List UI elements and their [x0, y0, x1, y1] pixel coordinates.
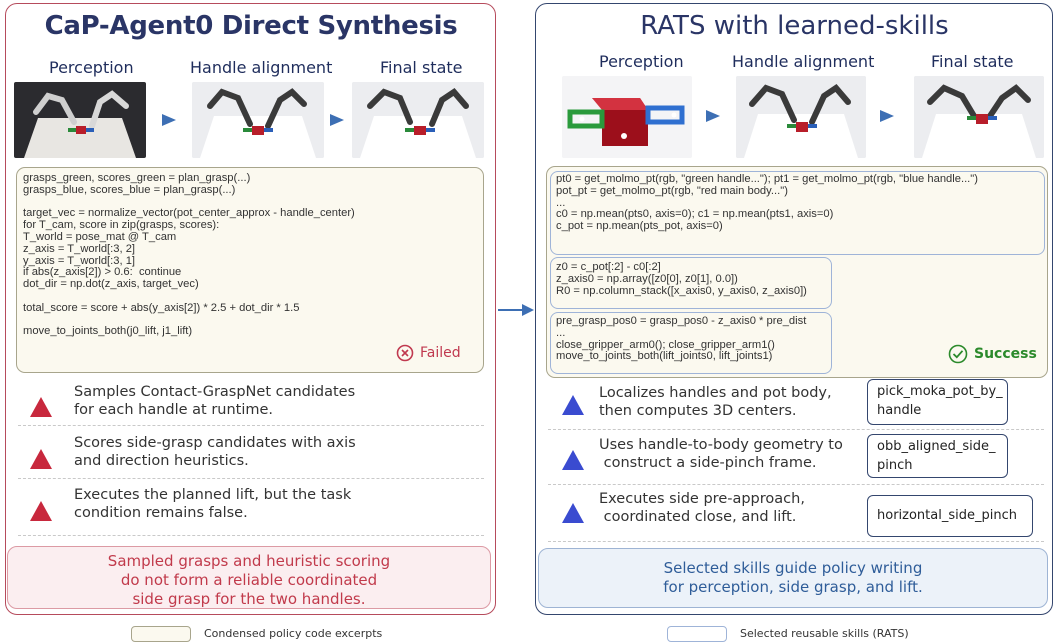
left-code-box — [16, 167, 484, 373]
failed-x-icon — [396, 344, 414, 362]
right-code-text-3: pre_grasp_pos0 = grasp_pos0 - z_axis0 * … — [556, 315, 807, 363]
code-line: for T_cam, score in zip(grasps, scores): — [23, 219, 220, 232]
left-bullet-2-icon — [30, 449, 52, 469]
left-divider-1 — [18, 425, 484, 426]
right-code-block-2 — [550, 257, 832, 309]
right-stage-final-state: Final state — [931, 52, 1014, 71]
left-divider-2 — [18, 478, 484, 479]
right-bullet-3-icon — [562, 503, 584, 523]
right-code-block-1 — [550, 171, 1045, 255]
left-arrow-1-icon — [162, 114, 176, 126]
legend-code-swatch — [131, 626, 191, 642]
code-line: grasps_green, scores_green = plan_grasp(… — [23, 172, 251, 184]
success-label: Success — [974, 346, 1037, 362]
right-code-block-3 — [550, 312, 832, 374]
left-stage-handle-alignment: Handle alignment — [190, 58, 333, 77]
skill-pick-moka-pot: pick_moka_pot_by_ handle — [867, 379, 1008, 425]
left-divider-3 — [18, 535, 484, 536]
right-handle-alignment-image — [736, 76, 866, 158]
code-line: T_world = pose_mat @ T_cam — [23, 230, 177, 243]
left-bullet-3-icon — [30, 501, 52, 521]
right-stage-perception: Perception — [599, 52, 684, 71]
right-bullet-2: Uses handle-to-body geometry to construc… — [599, 437, 843, 471]
right-arrow-2-icon — [880, 110, 894, 122]
skill-horizontal-side-pinch: horizontal_side_pinch — [867, 495, 1033, 537]
panel-arrow-icon — [498, 304, 534, 316]
legend-code-label: Condensed policy code excerpts — [204, 627, 383, 640]
right-code-text-2: z0 = c_pot[:2] - c0[:2] z_axis0 = np.arr… — [556, 261, 807, 297]
skill-obb-aligned-side-pinch: obb_aligned_side_ pinch — [867, 434, 1008, 478]
right-divider-3 — [548, 541, 1044, 542]
right-divider-1 — [548, 429, 1044, 430]
left-handle-alignment-image — [192, 82, 324, 158]
failed-status: Failed — [396, 344, 461, 362]
left-final-state-image — [352, 82, 484, 158]
code-line: target_vec = normalize_vector(pot_center… — [23, 207, 355, 220]
left-bullet-1-icon — [30, 397, 52, 417]
code-line — [23, 291, 355, 303]
left-bullet-3: Executes the planned lift, but the task … — [74, 487, 352, 521]
code-line: z_axis = T_world[:3, 2] — [23, 242, 136, 255]
left-bullet-1: Samples Contact-GraspNet candidates for … — [74, 384, 356, 418]
right-bullet-2-icon — [562, 450, 584, 470]
code-line: dot_dir = np.dot(z_axis, target_vec) — [23, 278, 199, 291]
code-line: total_score = score + abs(y_axis[2]) * 2… — [23, 301, 300, 314]
right-footer: Selected skills guide policy writing for… — [538, 548, 1048, 608]
left-footer: Sampled grasps and heuristic scoring do … — [7, 546, 491, 609]
right-bullet-1-icon — [562, 395, 584, 415]
right-code-text-1: pt0 = get_molmo_pt(rgb, "green handle...… — [556, 173, 978, 233]
code-line: if abs(z_axis[2]) > 0.6: continue — [23, 266, 182, 279]
left-code-lines: grasps_green, scores_green = plan_grasp(… — [23, 172, 355, 338]
success-check-icon — [948, 344, 968, 364]
right-stage-handle-alignment: Handle alignment — [732, 52, 875, 71]
left-stage-final-state: Final state — [380, 58, 463, 77]
right-final-state-image — [914, 76, 1044, 158]
right-panel-title: RATS with learned-skills — [640, 11, 949, 41]
right-bullet-1: Localizes handles and pot body, then com… — [599, 385, 832, 419]
right-perception-image — [562, 76, 692, 158]
left-arrow-2-icon — [330, 114, 344, 126]
left-panel-title: CaP-Agent0 Direct Synthesis — [44, 11, 458, 41]
code-line: move_to_joints_both(j0_lift, j1_lift) — [23, 325, 193, 338]
left-bullet-2: Scores side-grasp candidates with axis a… — [74, 435, 356, 469]
right-bullet-3: Executes side pre-approach, coordinated … — [599, 491, 805, 525]
code-line: y_axis = T_world[:3, 1] — [23, 254, 136, 267]
right-arrow-1-icon — [706, 110, 720, 122]
success-status: Success — [948, 344, 1037, 364]
failed-label: Failed — [420, 345, 461, 361]
left-perception-image — [14, 82, 146, 158]
legend-skills-swatch — [667, 626, 727, 642]
left-stage-perception: Perception — [49, 58, 134, 77]
right-divider-2 — [548, 484, 1044, 485]
legend-skills-label: Selected reusable skills (RATS) — [740, 627, 909, 640]
code-line: grasps_blue, scores_blue = plan_grasp(..… — [23, 183, 236, 196]
